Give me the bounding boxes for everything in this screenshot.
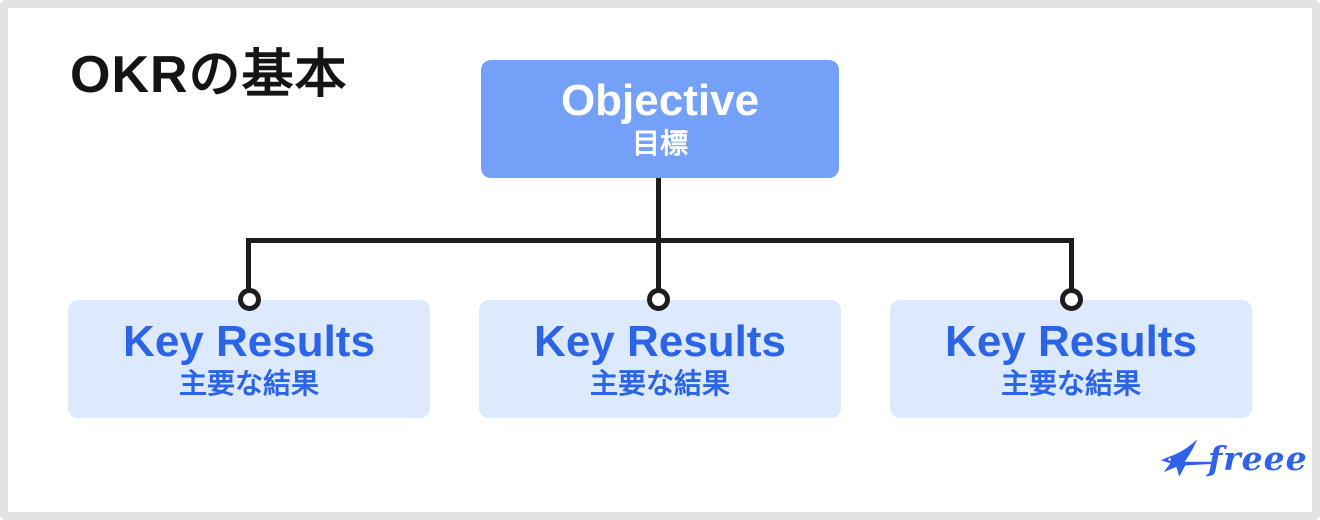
key-results-label-en: Key Results: [123, 316, 375, 366]
connector-joint-center: [647, 288, 670, 311]
connector-joint-left: [238, 288, 261, 311]
key-results-label-en: Key Results: [534, 316, 786, 366]
key-results-label-en: Key Results: [945, 316, 1197, 366]
key-results-node-2: Key Results 主要な結果: [479, 300, 841, 418]
objective-label-en: Objective: [560, 76, 760, 125]
objective-node: Objective 目標: [481, 60, 839, 178]
connector-vertical-right: [1069, 238, 1074, 292]
connector-vertical-center: [656, 178, 661, 292]
connector-horizontal: [246, 238, 1074, 243]
objective-label-ja: 目標: [631, 128, 688, 160]
key-results-label-ja: 主要な結果: [1000, 367, 1141, 399]
key-results-node-3: Key Results 主要な結果: [890, 300, 1252, 418]
key-results-label-ja: 主要な結果: [178, 367, 319, 399]
connector-vertical-left: [246, 238, 251, 292]
page-title: OKRの基本: [70, 46, 348, 104]
key-results-node-1: Key Results 主要な結果: [68, 300, 430, 418]
freee-logo: freee: [1160, 438, 1308, 478]
freee-logo-text: freee: [1208, 438, 1308, 478]
swallow-bird-icon: [1160, 438, 1212, 478]
connector-joint-right: [1060, 288, 1083, 311]
key-results-label-ja: 主要な結果: [589, 367, 730, 399]
